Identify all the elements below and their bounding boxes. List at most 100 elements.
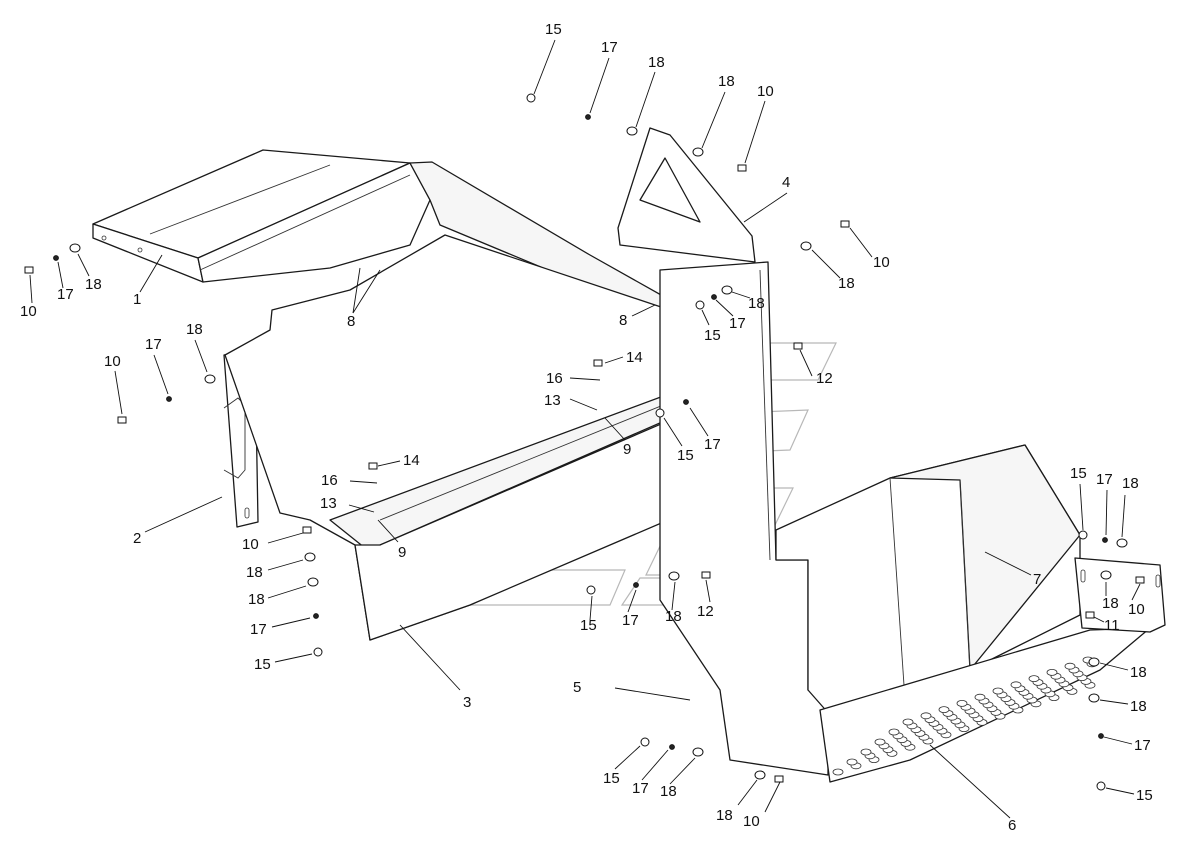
callout-17: 17 [1134, 737, 1151, 754]
leader-line [1079, 483, 1084, 531]
nut-icon [313, 647, 323, 657]
leader-line [631, 304, 656, 317]
bolt-icon [840, 220, 850, 228]
leader-line [589, 595, 593, 621]
callout-18: 18 [1122, 475, 1139, 492]
leader-line [77, 253, 90, 277]
leader-line [377, 519, 399, 543]
bolt-icon [117, 416, 127, 424]
perforation-hole [956, 700, 968, 707]
lock-washer-icon [166, 396, 172, 402]
part-1-top-cover [92, 149, 671, 321]
leader-line [57, 261, 64, 289]
leader-line [1099, 699, 1129, 705]
callout-17: 17 [704, 436, 721, 453]
leader-line [849, 227, 873, 258]
callout-10: 10 [873, 254, 890, 271]
washer-icon [1116, 538, 1128, 548]
bolt-icon [793, 342, 803, 350]
right-mounting-bracket [1074, 557, 1166, 633]
leader-line [984, 551, 1032, 576]
washer-icon [800, 241, 812, 251]
perforation-hole [1028, 675, 1040, 682]
callout-10: 10 [20, 303, 37, 320]
callout-13: 13 [320, 495, 337, 512]
leader-line [689, 407, 709, 437]
callout-1: 1 [133, 291, 141, 308]
callout-10: 10 [104, 353, 121, 370]
leader-line [1105, 489, 1108, 536]
leader-line [614, 687, 691, 701]
washer-icon [1088, 657, 1100, 667]
perforation-hole [902, 718, 914, 726]
callout-10: 10 [242, 536, 259, 553]
nut-icon [695, 300, 705, 310]
leader-line [811, 249, 841, 279]
washer-icon [754, 770, 766, 780]
callout-labels: 15 17 18 18 10 4 10 18 18 15 17 8 12 10 … [20, 21, 1153, 834]
bolt-icon [701, 571, 711, 579]
callout-14: 14 [403, 452, 420, 469]
perforation-hole [1064, 662, 1076, 670]
bolt-icon [593, 359, 603, 367]
leader-line [569, 398, 598, 411]
leader-line [1131, 583, 1141, 601]
callout-8: 8 [347, 313, 355, 330]
leader-line [349, 480, 378, 484]
callout-15: 15 [603, 770, 620, 787]
nut-icon [586, 585, 596, 595]
bolt-icon [1135, 576, 1145, 584]
perforation-hole [974, 693, 986, 701]
nut-icon [640, 737, 650, 747]
callout-18: 18 [660, 783, 677, 800]
perforation-hole [832, 768, 844, 776]
callout-2: 2 [133, 530, 141, 547]
lock-washer-icon [1098, 733, 1104, 739]
leader-line [533, 39, 556, 95]
lock-washer-icon [669, 744, 675, 750]
leader-line [701, 91, 726, 149]
callout-15: 15 [704, 327, 721, 344]
callout-12: 12 [697, 603, 714, 620]
leader-line [1121, 494, 1126, 538]
lock-washer-icon [683, 399, 689, 405]
leader-line [764, 781, 781, 813]
callout-17: 17 [601, 39, 618, 56]
nut-icon [1096, 781, 1106, 791]
bolt-icon [1085, 611, 1095, 619]
leader-line [799, 349, 813, 377]
callout-15: 15 [1136, 787, 1153, 804]
callout-18: 18 [665, 608, 682, 625]
washer-icon [1088, 693, 1100, 703]
callout-15: 15 [254, 656, 271, 673]
perforation-hole [874, 738, 886, 746]
lock-washer-icon [585, 114, 591, 120]
leader-line [705, 579, 711, 603]
washer-icon [304, 552, 316, 562]
nut-icon [526, 93, 536, 103]
callout-18: 18 [648, 54, 665, 71]
callout-9: 9 [398, 544, 406, 561]
washer-icon [692, 747, 704, 757]
nut-icon [1078, 530, 1088, 540]
callout-18: 18 [85, 276, 102, 293]
leader-line [641, 749, 669, 781]
bolt-icon [737, 164, 747, 172]
callout-18: 18 [838, 275, 855, 292]
leader-line [352, 269, 381, 314]
washer-icon [721, 285, 733, 295]
callout-17: 17 [145, 336, 162, 353]
leader-line [29, 274, 33, 304]
leader-line [377, 460, 401, 467]
callout-17: 17 [632, 780, 649, 797]
leader-line [267, 559, 304, 571]
washer-icon [307, 577, 319, 587]
leader-line [114, 370, 123, 415]
leader-line [267, 585, 307, 599]
washer-icon [1100, 570, 1112, 580]
callout-15: 15 [1070, 465, 1087, 482]
leader-line [144, 496, 223, 533]
lock-washer-icon [633, 582, 639, 588]
leader-line [1093, 616, 1105, 623]
